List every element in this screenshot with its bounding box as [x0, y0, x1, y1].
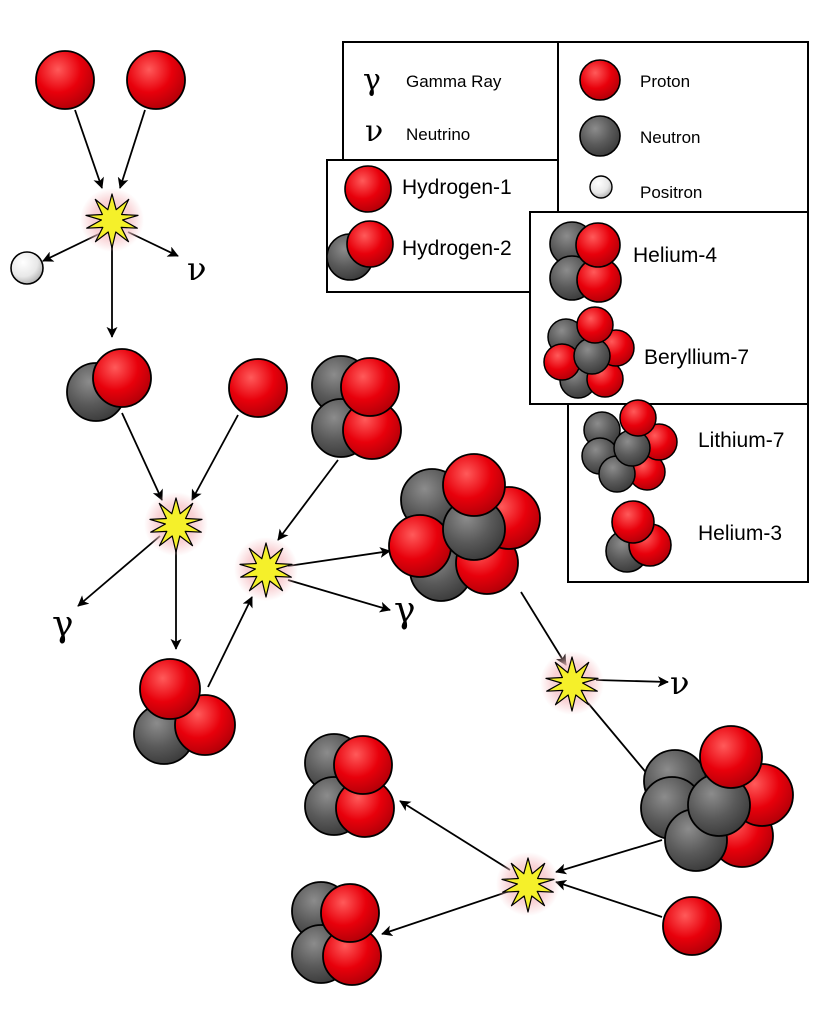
- fusion-flash-4: [540, 651, 604, 715]
- proton-input-1: [35, 50, 95, 110]
- legend-beryllium-7-icon: [543, 306, 635, 399]
- reaction-arrows: [42, 109, 669, 937]
- arrow: [121, 412, 163, 501]
- legend-box-hydrogen: Hydrogen-1 Hydrogen-2: [326, 159, 559, 293]
- legend-helium-3-icon: [605, 500, 672, 573]
- legend-neutrino-label: Neutrino: [406, 125, 470, 144]
- gamma-symbol: γ: [363, 63, 381, 98]
- legend-hydrogen-2-label: Hydrogen-2: [402, 237, 512, 260]
- legend-hydrogen-1-icon: [344, 165, 392, 213]
- neutrino-symbol: ν: [365, 114, 383, 149]
- legend: γ Gamma Ray ν Neutrino Proton Neutron Po…: [326, 41, 809, 583]
- legend-helium-3-label: Helium-3: [698, 522, 782, 545]
- arrow: [207, 596, 253, 688]
- arrow: [587, 702, 655, 783]
- arrow: [555, 839, 663, 875]
- legend-proton-icon: [579, 59, 621, 101]
- legend-lithium-7-icon: [581, 399, 678, 493]
- positron-output: [10, 251, 44, 285]
- proton-input-2: [126, 50, 186, 110]
- arrow: [77, 535, 161, 607]
- legend-lithium-7-label: Lithium-7: [698, 429, 784, 452]
- arrow: [191, 414, 239, 501]
- fusion-flash-5: [496, 852, 560, 916]
- legend-box-light: Lithium-7 Helium-3: [567, 399, 809, 583]
- arrow: [287, 579, 391, 613]
- arrow: [520, 591, 567, 666]
- gamma-symbol: γ: [52, 604, 74, 645]
- fusion-flash-2: [144, 492, 208, 556]
- legend-positron-icon: [589, 175, 613, 199]
- helium-4-output-2: [291, 881, 382, 986]
- legend-gamma-ray-label: Gamma Ray: [406, 72, 502, 91]
- arrow: [555, 879, 663, 918]
- neutrino-symbol: ν: [670, 664, 689, 702]
- deuterium-nucleus: [66, 348, 152, 422]
- gamma-symbol: γ: [394, 590, 416, 631]
- legend-positron-label: Positron: [640, 183, 702, 202]
- fusion-flash-1: [80, 188, 144, 252]
- arrow: [399, 800, 511, 871]
- arrow: [277, 459, 339, 541]
- legend-hydrogen-1-label: Hydrogen-1: [402, 176, 512, 199]
- helium-4-output-1: [304, 733, 395, 838]
- arrow: [74, 109, 104, 189]
- legend-neutron-label: Neutron: [640, 128, 700, 147]
- legend-helium-4-label: Helium-4: [633, 244, 717, 267]
- arrow: [595, 676, 669, 688]
- helium-4-input: [311, 355, 402, 460]
- helium-3-nucleus: [133, 658, 236, 765]
- neutrino-symbol: ν: [187, 250, 206, 288]
- legend-hydrogen-2-icon: [326, 220, 394, 281]
- legend-proton-label: Proton: [640, 72, 690, 91]
- legend-helium-4-icon: [549, 221, 622, 303]
- proton-input-4: [662, 896, 722, 956]
- arrow: [381, 890, 511, 937]
- legend-box-radiation: γ Gamma Ray ν Neutrino: [342, 41, 559, 161]
- legend-beryllium-7-label: Beryllium-7: [644, 346, 749, 369]
- legend-neutron-icon: [579, 115, 621, 157]
- arrow: [117, 109, 146, 189]
- beryllium-7-nucleus: [388, 453, 541, 602]
- legend-box-particles: Proton Neutron Positron: [557, 41, 809, 213]
- legend-box-heavier: Helium-4 Beryllium-7: [529, 211, 809, 405]
- proton-input-3: [228, 358, 288, 418]
- arrow: [287, 547, 391, 567]
- fusion-flash-3: [234, 537, 298, 601]
- lithium-7-nucleus: [640, 725, 794, 872]
